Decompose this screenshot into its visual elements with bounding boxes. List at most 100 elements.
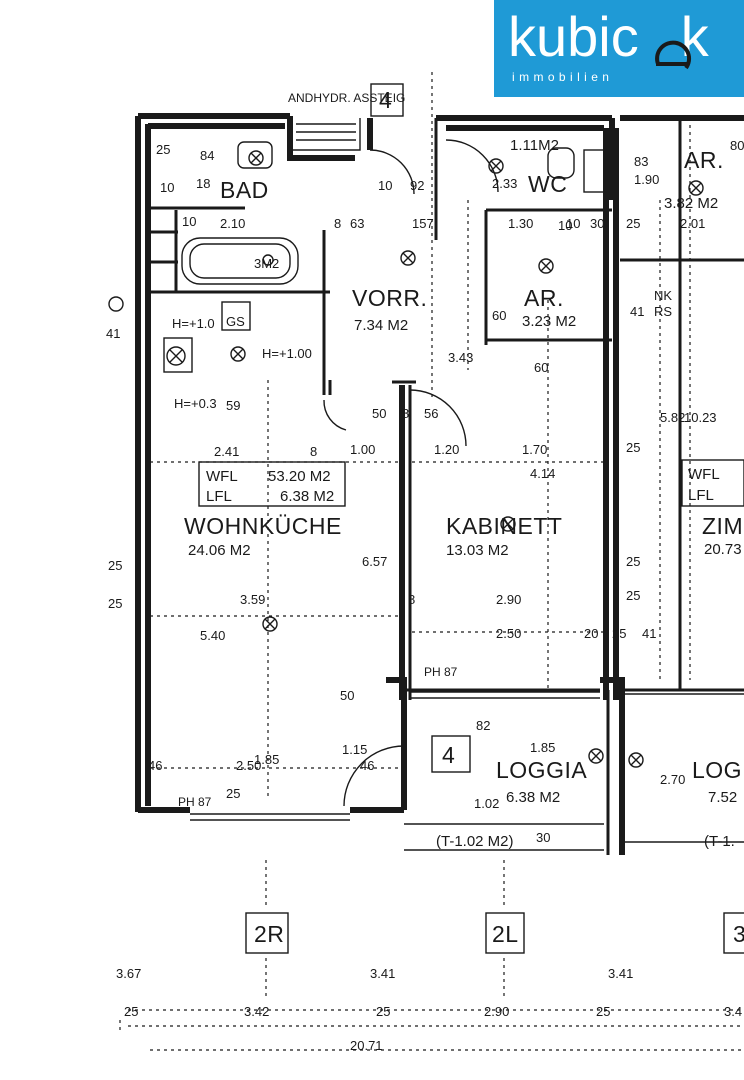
dim-label: 25 [596, 1004, 610, 1019]
room-ar-left: AR. [524, 285, 564, 311]
room-vorr: VORR. [352, 285, 427, 311]
details [108, 72, 744, 1051]
dim-label: 60 [534, 360, 548, 375]
walls [135, 113, 744, 855]
axis-2r: 2R [254, 921, 284, 947]
nk-label: NK [654, 288, 672, 303]
dim-label: 10 [182, 214, 196, 229]
dim-label: 46 [360, 758, 374, 773]
area-summary: WFL 53.20 M2 LFL 6.38 M2 WFL LFL [206, 466, 720, 505]
dim-label: 2.41 [214, 444, 239, 459]
room-ar-right: AR. [684, 147, 724, 173]
dim-label: 30 [590, 216, 604, 231]
dim-label: 3.59 [240, 592, 265, 607]
dim-label: 3.41 [608, 966, 633, 981]
dim-label: 84 [200, 148, 214, 163]
room-wohnkueche: WOHNKÜCHE [184, 513, 342, 539]
room-wohnkueche-area: 24.06 M2 [188, 542, 251, 559]
room-log-right-note: (T-1. [704, 833, 735, 850]
height-note-1: H=+1.0 [172, 316, 215, 331]
dim-label: 2.33 [492, 176, 517, 191]
fixture-notes: 3M2 GS H=+1.0 H=+1.00 H=+0.3 PH 87 PH 87… [172, 256, 672, 809]
height-note-3: H=+0.3 [174, 396, 217, 411]
dim-label: 2.50 [236, 758, 261, 773]
dim-label: 3.42 [244, 1004, 269, 1019]
room-loggia-area: 6.38 M2 [506, 789, 560, 806]
dimensions: 25 18 84 10 10 2.10 8 63 157 10 92 2.33 … [106, 138, 744, 1053]
dim-label: 1.30 [508, 216, 533, 231]
dim-label: 41 [630, 304, 644, 319]
markers: 4 ANDHYDR. ASSTEIG 4 2R 2L 3 [254, 87, 744, 947]
dim-label: 25 [108, 596, 122, 611]
dim-label: 63 [350, 216, 364, 231]
room-bad: BAD [220, 177, 269, 203]
dim-label: 3.41 [370, 966, 395, 981]
dim-label: 3.67 [116, 966, 141, 981]
dim-label: 30 [536, 830, 550, 845]
dim-label: 20 [584, 626, 598, 641]
room-wc-area: 1.11M2 [510, 137, 559, 154]
brand-letter-k: k [680, 5, 709, 68]
dim-label: 46 [148, 758, 162, 773]
dim-label: 25 [108, 558, 122, 573]
dim-label: 2.90 [484, 1004, 509, 1019]
rs-label: RS [654, 304, 672, 319]
dim-label: 3.43 [448, 350, 473, 365]
dim-label: 2.70 [660, 772, 685, 787]
brand-tagline: immobilien [512, 70, 614, 84]
wfl-label: WFL [206, 468, 238, 485]
dim-label: 41 [106, 326, 120, 341]
stair-label: ANDHYDR. ASSTEIG [288, 91, 405, 105]
wfl-value: 53.20 M2 [268, 468, 331, 485]
room-loggia: LOGGIA [496, 757, 587, 783]
dim-label: 60 [492, 308, 506, 323]
dim-label: 20.71 [350, 1038, 383, 1053]
dim-label: 25 [156, 142, 170, 157]
dim-label: 4.14 [530, 466, 555, 481]
dim-label: 1.85 [530, 740, 555, 755]
dim-label: 10.23 [684, 410, 717, 425]
height-note-2: H=+1.00 [262, 346, 312, 361]
dim-label: 25 [626, 216, 640, 231]
gs-label: GS [226, 314, 245, 329]
dim-label: 2.90 [496, 592, 521, 607]
dim-label: 25 [124, 1004, 138, 1019]
dim-label: 59 [226, 398, 240, 413]
dim-label: 3.4 [724, 1004, 742, 1019]
room-ar-right-area: 3.82 M2 [664, 195, 718, 212]
lfl-label: LFL [206, 488, 232, 505]
dim-label: 2.50 [496, 626, 521, 641]
dim-label: 8 [310, 444, 317, 459]
room-kabinett: KABINETT [446, 513, 562, 539]
wfl-label-right: WFL [688, 466, 720, 483]
dim-label: 1.02 [474, 796, 499, 811]
dim-label: 8 [402, 406, 409, 421]
room-zim-right: ZIM [702, 513, 743, 539]
dim-label: 25 [626, 588, 640, 603]
room-wc: WC [528, 171, 567, 197]
dim-label: 10 [566, 216, 580, 231]
ph-label-mid: PH 87 [424, 665, 458, 679]
dim-label: 1.70 [522, 442, 547, 457]
dim-label: 5.40 [200, 628, 225, 643]
dim-label: 157 [412, 216, 434, 231]
room-log-right-area: 7.52 [708, 789, 737, 806]
dim-label: 80 [730, 138, 744, 153]
dim-label: 83 [634, 154, 648, 169]
dim-label: 50 [340, 688, 354, 703]
room-labels: BAD 1.11M2 WC AR. 3.82 M2 VORR. 7.34 M2 … [184, 137, 743, 850]
room-zim-right-area: 20.73 [704, 541, 742, 558]
dim-label: 1.20 [434, 442, 459, 457]
unit-number-loggia: 4 [442, 742, 455, 768]
dim-label: 25 [226, 786, 240, 801]
dim-label: 2.01 [680, 216, 705, 231]
dim-label: 10 [378, 178, 392, 193]
dim-label: 8 [334, 216, 341, 231]
dim-label: 10 [160, 180, 174, 195]
room-loggia-note: (T-1.02 M2) [436, 833, 514, 850]
dim-label: 25 [612, 626, 626, 641]
dim-label: 1.00 [350, 442, 375, 457]
